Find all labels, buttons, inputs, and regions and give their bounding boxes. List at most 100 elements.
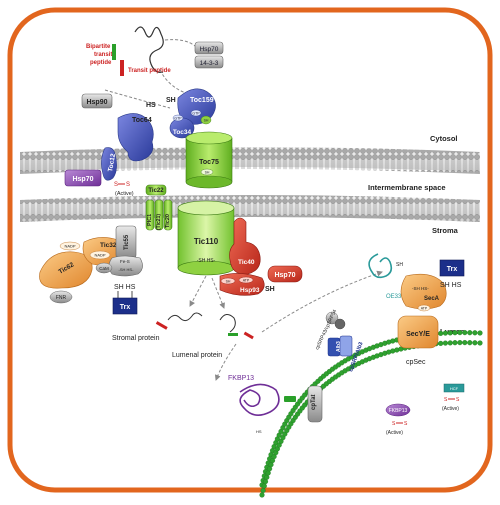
tic40 bbox=[229, 217, 261, 275]
thylakoid-lipid-head bbox=[467, 330, 473, 336]
secye-label: SecY/E bbox=[406, 331, 430, 338]
fnr-label: FNR bbox=[56, 295, 67, 301]
thylakoid-lipid-head bbox=[462, 330, 468, 336]
thylakoid-lipid-head bbox=[442, 330, 448, 336]
hs-label-toc: HS bbox=[146, 102, 156, 109]
bipartite-label-1: Bipartite bbox=[86, 44, 111, 50]
cytosol-label: Cytosol bbox=[430, 134, 458, 143]
thylakoid-lipid-head bbox=[472, 340, 478, 346]
seca bbox=[400, 273, 447, 310]
hcf bbox=[443, 383, 465, 393]
alb3-label: Alb3 bbox=[336, 341, 342, 352]
hs-fkbp13: HS bbox=[256, 429, 262, 434]
hsp70-stroma bbox=[267, 265, 303, 283]
s-label-a: S bbox=[114, 182, 118, 188]
thylakoid-membrane bbox=[259, 330, 483, 498]
sh-hsp93: SH bbox=[226, 280, 231, 284]
seca-label: SecA bbox=[424, 296, 440, 302]
hsp90-label: Hsp90 bbox=[86, 99, 107, 106]
thylakoid-lipid-head bbox=[259, 492, 265, 498]
trx-left bbox=[112, 297, 138, 315]
sh-hs-label-right: SH HS bbox=[440, 282, 462, 289]
sh-label-oe33: SH bbox=[396, 262, 403, 268]
sh-hs-label-left: SH HS bbox=[114, 284, 136, 291]
fkbp13-label: FKBP13 bbox=[228, 375, 254, 382]
tic62 bbox=[39, 251, 93, 289]
hsp70-stroma-label: Hsp70 bbox=[274, 272, 295, 279]
nadp-tic32 bbox=[89, 250, 111, 260]
tic55-label: Tic55 bbox=[124, 234, 130, 250]
thylakoid-lipid-head bbox=[452, 340, 458, 346]
toc159-label: Toc159 bbox=[190, 97, 214, 104]
thylakoid-lipid-head bbox=[438, 330, 444, 336]
thylakoid-lipid-head bbox=[442, 340, 448, 346]
thylakoid-lipid-head bbox=[447, 330, 453, 336]
intermembrane-space-label: Intermembrane space bbox=[368, 183, 446, 192]
thylakoid-lipid-head bbox=[472, 330, 478, 336]
thylakoid-lipid-head bbox=[477, 340, 483, 346]
thylakoid-lipid-head bbox=[452, 330, 458, 336]
secye bbox=[397, 315, 439, 349]
toc64 bbox=[117, 113, 154, 162]
tic110: Tic110 -SH HS- bbox=[177, 200, 235, 276]
gtp-label-toc159: GTP bbox=[192, 112, 200, 116]
fes-label: Fe-S bbox=[120, 259, 130, 264]
stroma-label: Stroma bbox=[432, 226, 459, 235]
toc12-label: Toc12 bbox=[107, 153, 117, 173]
nadp-label-2: NADP bbox=[94, 253, 105, 258]
s-label-b: S bbox=[126, 182, 130, 188]
cpsec-complex: SH OE33 -SH HS- SecA ATP SecY/E cpSec Tr… bbox=[368, 253, 465, 366]
toc12-complex: Toc12 Hsp70 S S (Active) bbox=[64, 147, 134, 197]
thylakoid-lipid-head bbox=[457, 330, 463, 336]
tic-redox-complex: Tic62 Tic32 NADP NADP Tic55 Fe-S -SH HS-… bbox=[39, 225, 143, 315]
p14-3-3-label: 14-3-3 bbox=[200, 60, 219, 67]
active-lumen-fkbp: (Active) bbox=[386, 430, 403, 436]
thylakoid-lipid-head bbox=[264, 474, 270, 480]
tic20 bbox=[163, 199, 173, 231]
transit-peptide-label: Transit peptide bbox=[128, 68, 171, 74]
bipartite-label-2: transit bbox=[94, 52, 112, 58]
fkbp13-lumen bbox=[385, 403, 411, 417]
sh-toc159 bbox=[200, 115, 212, 125]
tic110-sh-label: -SH HS- bbox=[197, 258, 216, 264]
thylakoid-lipid-head bbox=[457, 340, 463, 346]
active-lumen-hcf: (Active) bbox=[442, 406, 459, 412]
s-hcf-2: S bbox=[456, 397, 460, 403]
toc34-label: Toc34 bbox=[173, 129, 192, 136]
trx-right bbox=[439, 259, 465, 277]
stromal-protein-label: Stromal protein bbox=[112, 335, 160, 342]
nadp-tic62 bbox=[59, 241, 81, 251]
active-label-toc12: (Active) bbox=[115, 191, 134, 197]
s-hcf-1: S bbox=[444, 397, 448, 403]
sh-label-tic40: SH bbox=[265, 286, 275, 293]
sh-label-toc159: SH bbox=[204, 119, 209, 123]
transit-peptide-marker-green bbox=[112, 44, 116, 60]
bipartite-label-3: peptide bbox=[90, 60, 112, 66]
thylakoid-lipid-head bbox=[438, 340, 444, 346]
thylakoid-lipid-head bbox=[260, 487, 266, 494]
seca-sh-label: -SH HS- bbox=[412, 286, 429, 291]
hsp90 bbox=[81, 93, 113, 109]
toc12 bbox=[101, 147, 117, 181]
s-lumen-2: S bbox=[404, 421, 408, 427]
hsp70-ims-label: Hsp70 bbox=[72, 176, 93, 183]
lumen-label: Lumen bbox=[440, 327, 465, 336]
cam-label: CaM bbox=[99, 266, 109, 271]
toc-complex: Toc64 HS SH Toc159 Toc34 GTP GTP SH Toc7… bbox=[117, 88, 233, 189]
hsp70-cytosolic-label: Hsp70 bbox=[200, 46, 219, 53]
hsp93-label: Hsp93 bbox=[240, 287, 260, 294]
trx-left-label: Trx bbox=[120, 304, 131, 311]
thylakoid-lipid-head bbox=[261, 483, 267, 489]
tic32-label: Tic32 bbox=[100, 242, 117, 249]
gtp-toc159 bbox=[190, 109, 202, 117]
trx-right-label: Trx bbox=[447, 266, 458, 273]
mature-protein-pathway: Stromal protein Lumenal protein bbox=[112, 270, 383, 381]
thylakoid-lipid-head bbox=[462, 340, 468, 346]
thylakoid-lipid-head bbox=[467, 340, 473, 346]
pic1-label: PIC1 bbox=[147, 214, 153, 226]
toc64-label: Toc64 bbox=[132, 117, 152, 124]
gtp-label-toc34: GTP bbox=[174, 117, 182, 121]
tic20-label: Tic20 bbox=[165, 214, 171, 228]
cptat-label: cpTat bbox=[311, 394, 317, 410]
